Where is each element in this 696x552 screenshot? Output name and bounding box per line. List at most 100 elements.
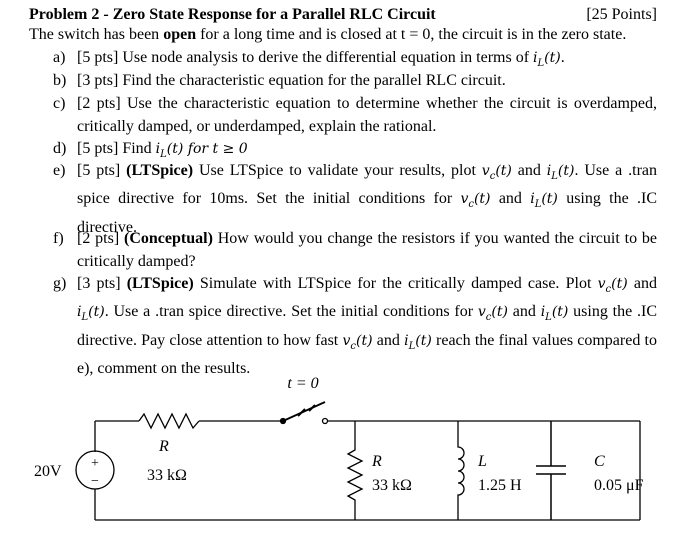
vc-math: vc(t) bbox=[342, 332, 373, 352]
c-value: 0.05 μF bbox=[594, 477, 644, 494]
item-g-t6: and bbox=[372, 331, 405, 349]
item-a-math-tail: (t) bbox=[544, 50, 561, 66]
item-e-label: e) bbox=[53, 162, 66, 179]
item-d-text: [5 pts] Find iL(t) for t ≥ 0 bbox=[77, 138, 657, 166]
item-e-bold: (LTSpice) bbox=[126, 162, 194, 179]
item-g-text: [3 pts] (LTSpice) Simulate with LTSpice … bbox=[77, 273, 657, 380]
inductor-l bbox=[457, 421, 465, 520]
il-sub: L bbox=[81, 312, 89, 324]
capacitor-c bbox=[536, 421, 566, 520]
intro-bold: open bbox=[163, 26, 197, 43]
item-e-t2: and bbox=[511, 162, 547, 179]
il-math: iL(t) bbox=[530, 191, 558, 211]
vc-sub: c bbox=[468, 199, 474, 211]
problem-intro: The switch has been open for a long time… bbox=[29, 26, 626, 44]
vc-sub: c bbox=[485, 312, 492, 324]
vc-tail: (t) bbox=[356, 332, 373, 349]
item-a-text: [5 pts] Use node analysis to derive the … bbox=[77, 47, 657, 75]
item-g-pts: [3 pts] bbox=[77, 275, 127, 292]
item-a-label: a) bbox=[53, 49, 66, 66]
il-i: i bbox=[77, 304, 82, 321]
item-a-end: . bbox=[560, 49, 565, 66]
problem-points: [25 Points] bbox=[586, 6, 657, 23]
item-g-t5: using the .IC directive. Pay close atten… bbox=[77, 303, 658, 349]
item-g-t4: and bbox=[507, 303, 541, 321]
vc-v: v bbox=[460, 191, 469, 208]
vc-math: vc(t) bbox=[597, 276, 628, 295]
resistor-r2 bbox=[346, 421, 364, 520]
item-g-t7: reach the final values compared to e), c… bbox=[77, 331, 658, 377]
il-i: i bbox=[530, 191, 535, 208]
item-e-t1: Use LTSpice to validate your results, pl… bbox=[193, 162, 482, 179]
source-plus: + bbox=[91, 456, 99, 471]
vc-sub: c bbox=[489, 170, 496, 182]
vc-v: v bbox=[597, 276, 606, 292]
il-i: i bbox=[540, 304, 546, 321]
il-math: iL(t) bbox=[540, 304, 569, 324]
vc-tail: (t) bbox=[491, 304, 508, 321]
il-tail: (t) bbox=[88, 304, 105, 321]
il-tail: (t) bbox=[541, 191, 558, 208]
vc-tail: (t) bbox=[611, 276, 628, 292]
resistor-r1 bbox=[138, 412, 200, 430]
vc-v: v bbox=[481, 163, 490, 179]
vc-sub: c bbox=[350, 340, 356, 352]
item-c-label: c) bbox=[53, 95, 66, 112]
item-d-math-tail: (t) for t ≥ 0 bbox=[166, 141, 248, 157]
il-math: iL(t) bbox=[546, 163, 575, 182]
il-sub: L bbox=[408, 340, 416, 352]
il-math: iL(t) bbox=[77, 304, 105, 324]
r2-value: 33 kΩ bbox=[372, 477, 412, 494]
il-math: iL(t) bbox=[404, 332, 432, 352]
item-g-t1: Simulate with LTSpice for the critically… bbox=[193, 275, 598, 292]
l-value: 1.25 H bbox=[478, 477, 522, 494]
item-b-label: b) bbox=[53, 72, 67, 89]
r1-value: 33 kΩ bbox=[147, 467, 187, 484]
item-e-t4: and bbox=[490, 190, 531, 208]
switch-label: t = 0 bbox=[287, 375, 318, 392]
item-e-t3: . Use a .tran spice directive for 10ms. … bbox=[77, 162, 657, 208]
il-i: i bbox=[546, 163, 552, 179]
r2-name: R bbox=[371, 453, 382, 470]
il-tail: (t) bbox=[557, 163, 575, 179]
item-d-math-sub: L bbox=[160, 148, 167, 160]
item-a-body: [5 pts] Use node analysis to derive the … bbox=[77, 49, 534, 66]
voltage-source bbox=[75, 450, 115, 490]
il-sub: L bbox=[551, 170, 558, 182]
vc-v: v bbox=[342, 332, 351, 349]
item-d-math: iL(t) for t ≥ 0 bbox=[155, 141, 248, 160]
item-b-text: [3 pts] Find the characteristic equation… bbox=[77, 72, 506, 89]
item-d-body: [5 pts] Find bbox=[77, 140, 156, 157]
vc-math: vc(t) bbox=[477, 304, 508, 324]
item-f-pts: [2 pts] bbox=[77, 230, 125, 247]
item-a-math-sub: L bbox=[537, 57, 545, 69]
l-name: L bbox=[477, 453, 487, 470]
source-value: 20V bbox=[34, 463, 62, 480]
item-g-t3: . Use a .tran spice directive. Set the i… bbox=[104, 303, 478, 321]
vc-v: v bbox=[477, 304, 486, 321]
intro-text-1: The switch has been bbox=[29, 26, 164, 43]
problem-title: Problem 2 - Zero State Response for a Pa… bbox=[29, 6, 436, 23]
il-sub: L bbox=[534, 199, 542, 211]
c-name: C bbox=[594, 453, 605, 470]
item-c-text: [2 pts] Use the characteristic equation … bbox=[77, 95, 657, 135]
item-g-t2: and bbox=[627, 275, 658, 292]
item-d-label: d) bbox=[53, 140, 67, 157]
source-minus: − bbox=[91, 474, 99, 489]
item-f-text: [2 pts] (Conceptual) How would you chang… bbox=[77, 228, 657, 273]
switch bbox=[279, 401, 329, 425]
item-f-bold: (Conceptual) bbox=[124, 230, 213, 247]
item-f-label: f) bbox=[53, 230, 64, 247]
il-sub: L bbox=[545, 312, 552, 324]
item-e-text: [5 pts] (LTSpice) Use LTSpice to validat… bbox=[77, 160, 657, 239]
vc-tail: (t) bbox=[473, 191, 491, 208]
item-f-body: How would you change the resistors if yo… bbox=[77, 230, 658, 270]
item-a-math-i: i bbox=[533, 50, 538, 66]
vc-math: vc(t) bbox=[481, 163, 512, 182]
item-e-t5: using the .IC directive. bbox=[77, 190, 657, 236]
item-d-math-i: i bbox=[155, 141, 161, 157]
il-i: i bbox=[404, 332, 409, 349]
problem-header: Problem 2 - Zero State Response for a Pa… bbox=[29, 6, 657, 28]
